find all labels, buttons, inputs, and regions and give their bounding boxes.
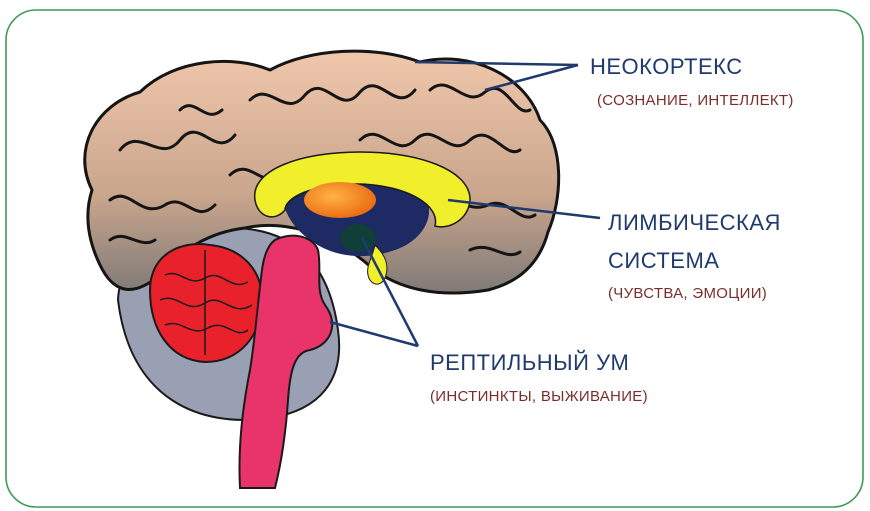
thalamus <box>304 182 376 218</box>
limbic-title-line2: СИСТЕМА <box>608 248 719 274</box>
limbic-title-line1: ЛИМБИЧЕСКАЯ <box>608 210 781 236</box>
limbic-subtitle: (ЧУВСТВА, ЭМОЦИИ) <box>608 285 767 303</box>
neocortex-subtitle: (СОЗНАНИЕ, ИНТЕЛЛЕКТ) <box>597 92 794 110</box>
reptilian-title: РЕПТИЛЬНЫЙ УМ <box>430 350 629 376</box>
amygdala <box>340 224 376 252</box>
leader-reptilian-b <box>330 322 418 346</box>
reptilian-subtitle: (ИНСТИНКТЫ, ВЫЖИВАНИЕ) <box>430 388 648 406</box>
neocortex-title: НЕОКОРТЕКС <box>590 54 743 80</box>
